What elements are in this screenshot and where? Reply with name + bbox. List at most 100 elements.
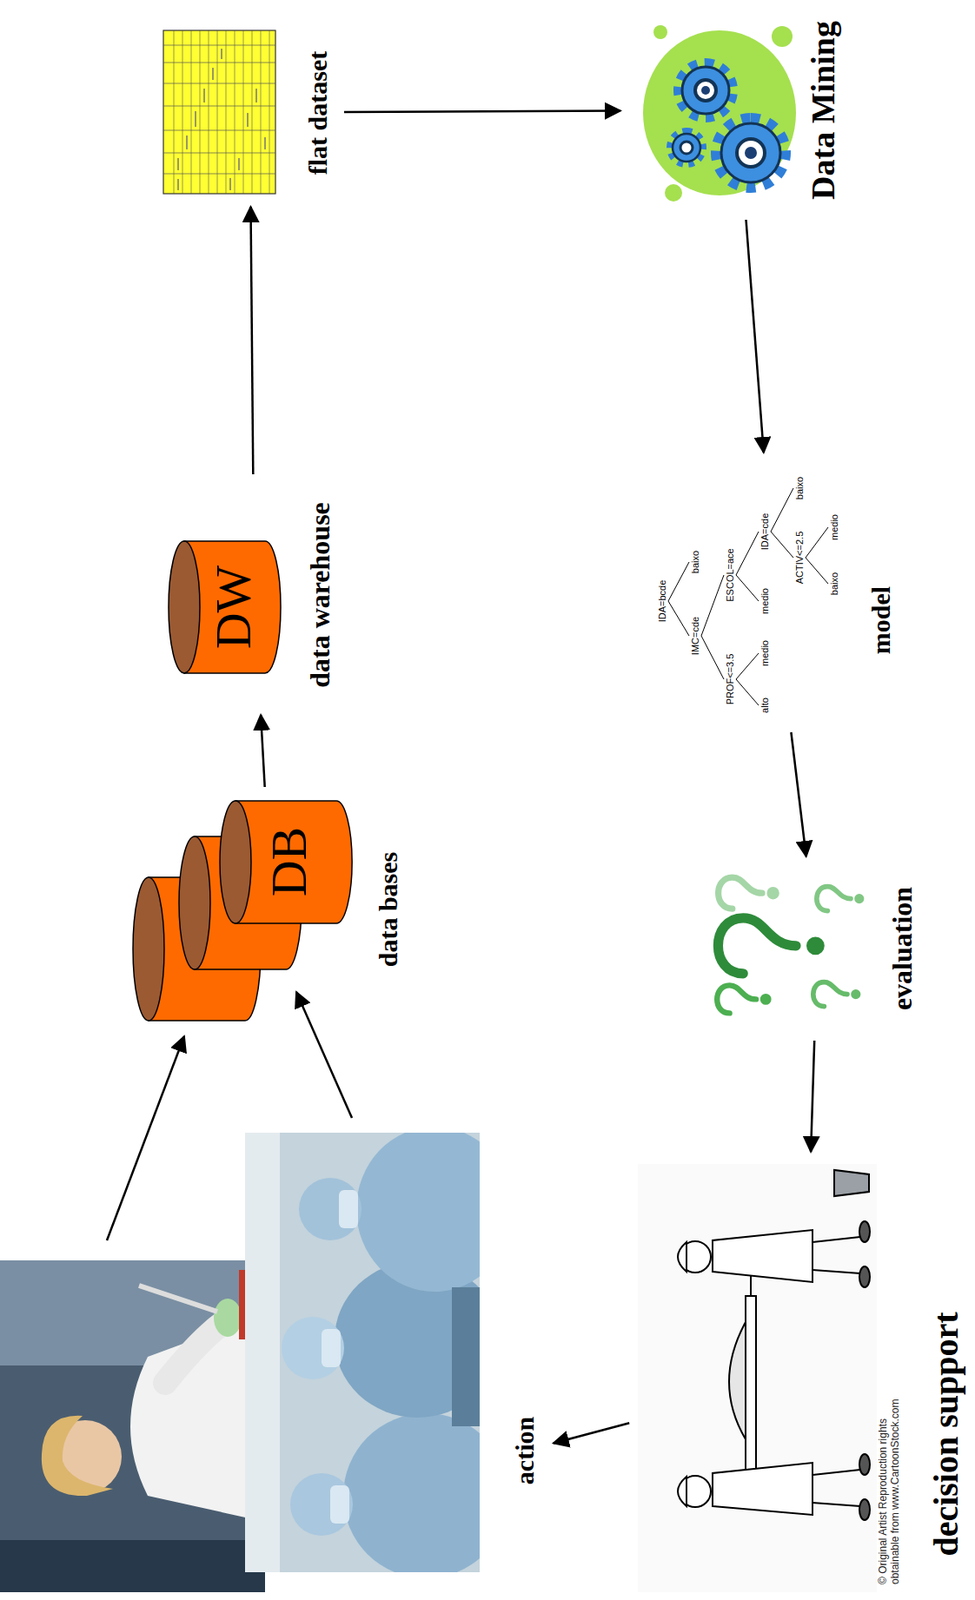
table-columns — [163, 45, 276, 174]
tree-label: medio — [829, 514, 841, 541]
leg — [812, 1470, 861, 1476]
tree-label: ACTIV<=2.5 — [794, 531, 806, 585]
shoe — [859, 1266, 870, 1288]
tree-branch — [701, 636, 724, 680]
copyright-note: © Original Artist Reproduction rights ob… — [877, 1398, 903, 1586]
shoe — [859, 1221, 870, 1243]
tree-label: baixo — [794, 477, 806, 500]
gear — [682, 66, 730, 114]
question-dot — [762, 996, 769, 1002]
node-label: Data Mining — [804, 20, 843, 200]
question-curve — [718, 877, 763, 909]
drape — [451, 1287, 480, 1427]
flow-arrow — [810, 1041, 815, 1153]
arm — [165, 1322, 225, 1384]
glove — [213, 1299, 242, 1338]
warehouse-node: DW data warehouse — [165, 479, 344, 710]
model-node: model — [647, 457, 902, 728]
gear-teeth — [679, 64, 732, 117]
question-curve — [716, 985, 757, 1014]
mask — [321, 1329, 341, 1368]
tree-branch — [701, 575, 724, 637]
tree-label: baixo — [829, 572, 841, 596]
flat-table — [163, 30, 276, 194]
tree-label: PROF<=3.5 — [724, 654, 737, 706]
flow-arrow — [790, 732, 806, 857]
question-dot — [853, 992, 859, 998]
table-rows — [173, 30, 270, 194]
decision-node: decision support — [634, 1157, 974, 1597]
flow-arrow — [260, 715, 266, 788]
cylinder-text: DW — [205, 565, 264, 650]
node-label: model — [866, 586, 897, 655]
shoe — [859, 1499, 870, 1521]
photo-shade — [0, 1540, 266, 1593]
lab-photo — [0, 1260, 266, 1593]
cylinder-top — [132, 877, 165, 1022]
tree-label: IMC=cde — [689, 616, 702, 656]
cylinder-body — [235, 801, 352, 924]
question-curve — [816, 887, 851, 912]
question-mark — [716, 985, 769, 1014]
tree-branch — [805, 527, 829, 558]
action-node: action — [506, 1405, 549, 1497]
tree-label: IDA=cde — [759, 513, 771, 551]
cylinder-text: DB — [260, 827, 319, 898]
pipette — [139, 1286, 218, 1313]
stretcher — [745, 1296, 757, 1471]
question-dot — [769, 890, 777, 897]
tree-branch — [736, 531, 759, 576]
tree-branch — [736, 575, 759, 602]
cartoon — [637, 1164, 877, 1593]
tree-branch — [668, 562, 690, 602]
cylinder-top — [168, 541, 200, 674]
scrubs — [343, 1413, 480, 1573]
cap — [298, 1178, 362, 1241]
table-ground — [163, 30, 276, 194]
cylinder-top — [179, 836, 211, 970]
tree-label: medio — [759, 588, 771, 615]
gear — [672, 133, 701, 162]
node-label: flat dataset — [303, 51, 334, 175]
evaluation-node: evaluation — [710, 862, 924, 1036]
blob — [643, 30, 796, 196]
gear-axle — [744, 146, 757, 160]
coat — [712, 1463, 813, 1516]
node-label: action — [510, 1417, 541, 1486]
question-dot — [811, 941, 821, 951]
cap — [677, 1242, 687, 1273]
question-mark — [717, 918, 820, 975]
coat — [712, 1230, 813, 1283]
node-label: data warehouse — [304, 502, 337, 689]
question-curve — [813, 982, 848, 1008]
gears-icon — [643, 25, 796, 202]
cylinder-top — [219, 801, 252, 924]
cap — [281, 1317, 345, 1380]
gear-teeth — [670, 132, 703, 164]
leg — [812, 1237, 861, 1243]
flow-arrow — [746, 219, 764, 453]
patient — [729, 1322, 746, 1440]
node-label: evaluation — [886, 887, 919, 1011]
tree-branch — [770, 488, 794, 532]
question-curve — [717, 918, 796, 975]
cap — [290, 1473, 353, 1537]
tree-branch — [770, 531, 794, 558]
surgery-photo — [245, 1133, 480, 1573]
tree-label: IDA=bcde — [656, 580, 669, 624]
mining-node: Data Mining — [625, 6, 850, 215]
flow-arrow — [251, 206, 254, 475]
leg — [812, 1503, 861, 1507]
blob-dot — [653, 25, 668, 40]
tree-label: baixo — [689, 550, 702, 574]
question-marks — [716, 877, 862, 1014]
lab-coat — [130, 1313, 266, 1523]
source-arrow — [296, 992, 352, 1119]
source-arrow — [106, 1036, 185, 1241]
blob-dot — [664, 184, 683, 202]
tree-branch — [736, 679, 759, 706]
cartoon-ground — [637, 1164, 877, 1593]
tree-label: alto — [759, 697, 771, 714]
gear-hub — [695, 79, 717, 101]
